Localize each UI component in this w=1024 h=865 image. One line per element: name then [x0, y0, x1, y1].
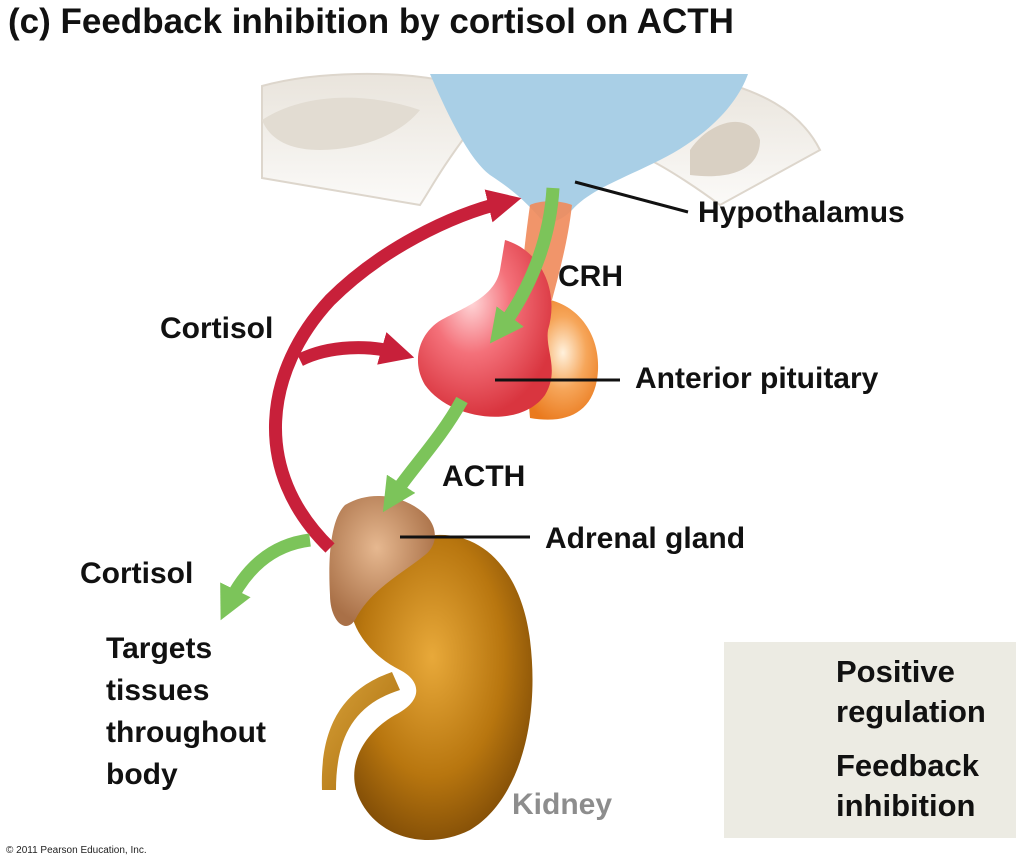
targets-label: Targets tissues throughout body: [106, 628, 316, 796]
hypothalamus-label: Hypothalamus: [698, 196, 905, 229]
legend-positive: Positive regulation: [836, 652, 986, 732]
leader-lines: [400, 180, 689, 539]
kidney-label: Kidney: [512, 788, 613, 821]
feedback-arrows: [269, 189, 522, 553]
copyright-notice: © 2011 Pearson Education, Inc.: [6, 845, 147, 856]
feedback-arrow-to-pituitary: [297, 332, 415, 366]
anterior-pituitary-label: Anterior pituitary: [635, 362, 879, 395]
legend-feedback-line-1: Feedback: [836, 748, 980, 783]
positive-arrows: [220, 187, 560, 621]
crh-arrow: [489, 187, 560, 344]
legend-positive-line-1: Positive: [836, 654, 955, 689]
cortisol-to-targets-arrow: [220, 533, 312, 621]
brain-tissue: [261, 72, 822, 207]
acth-label: ACTH: [442, 460, 526, 493]
cortisol-upper-label: Cortisol: [160, 312, 274, 345]
kidney-shape: [350, 534, 533, 840]
targets-line-3: throughout: [106, 716, 266, 749]
hypothalamus-shape: [430, 74, 748, 222]
hypothalamus-leader: [574, 180, 689, 214]
targets-line-2: tissues: [106, 674, 210, 707]
crh-label: CRH: [558, 260, 623, 293]
adrenal-gland-label: Adrenal gland: [545, 522, 746, 555]
legend-positive-line-2: regulation: [836, 694, 986, 729]
feedback-arrow-to-hypothalamus: [269, 189, 522, 553]
ureter: [321, 672, 400, 790]
legend-feedback-line-2: inhibition: [836, 788, 976, 823]
acth-arrow: [382, 396, 468, 513]
diagram-title: (c) Feedback inhibition by cortisol on A…: [8, 2, 734, 41]
targets-line-1: Targets: [106, 632, 213, 665]
anterior-pituitary-shape: [417, 240, 552, 417]
cortisol-lower-label: Cortisol: [80, 557, 194, 590]
targets-line-4: body: [106, 758, 178, 791]
adrenal-gland-shape: [329, 495, 435, 626]
legend-feedback: Feedback inhibition: [836, 746, 979, 826]
legend-box: Positive regulation Feedback inhibition: [724, 642, 1016, 838]
